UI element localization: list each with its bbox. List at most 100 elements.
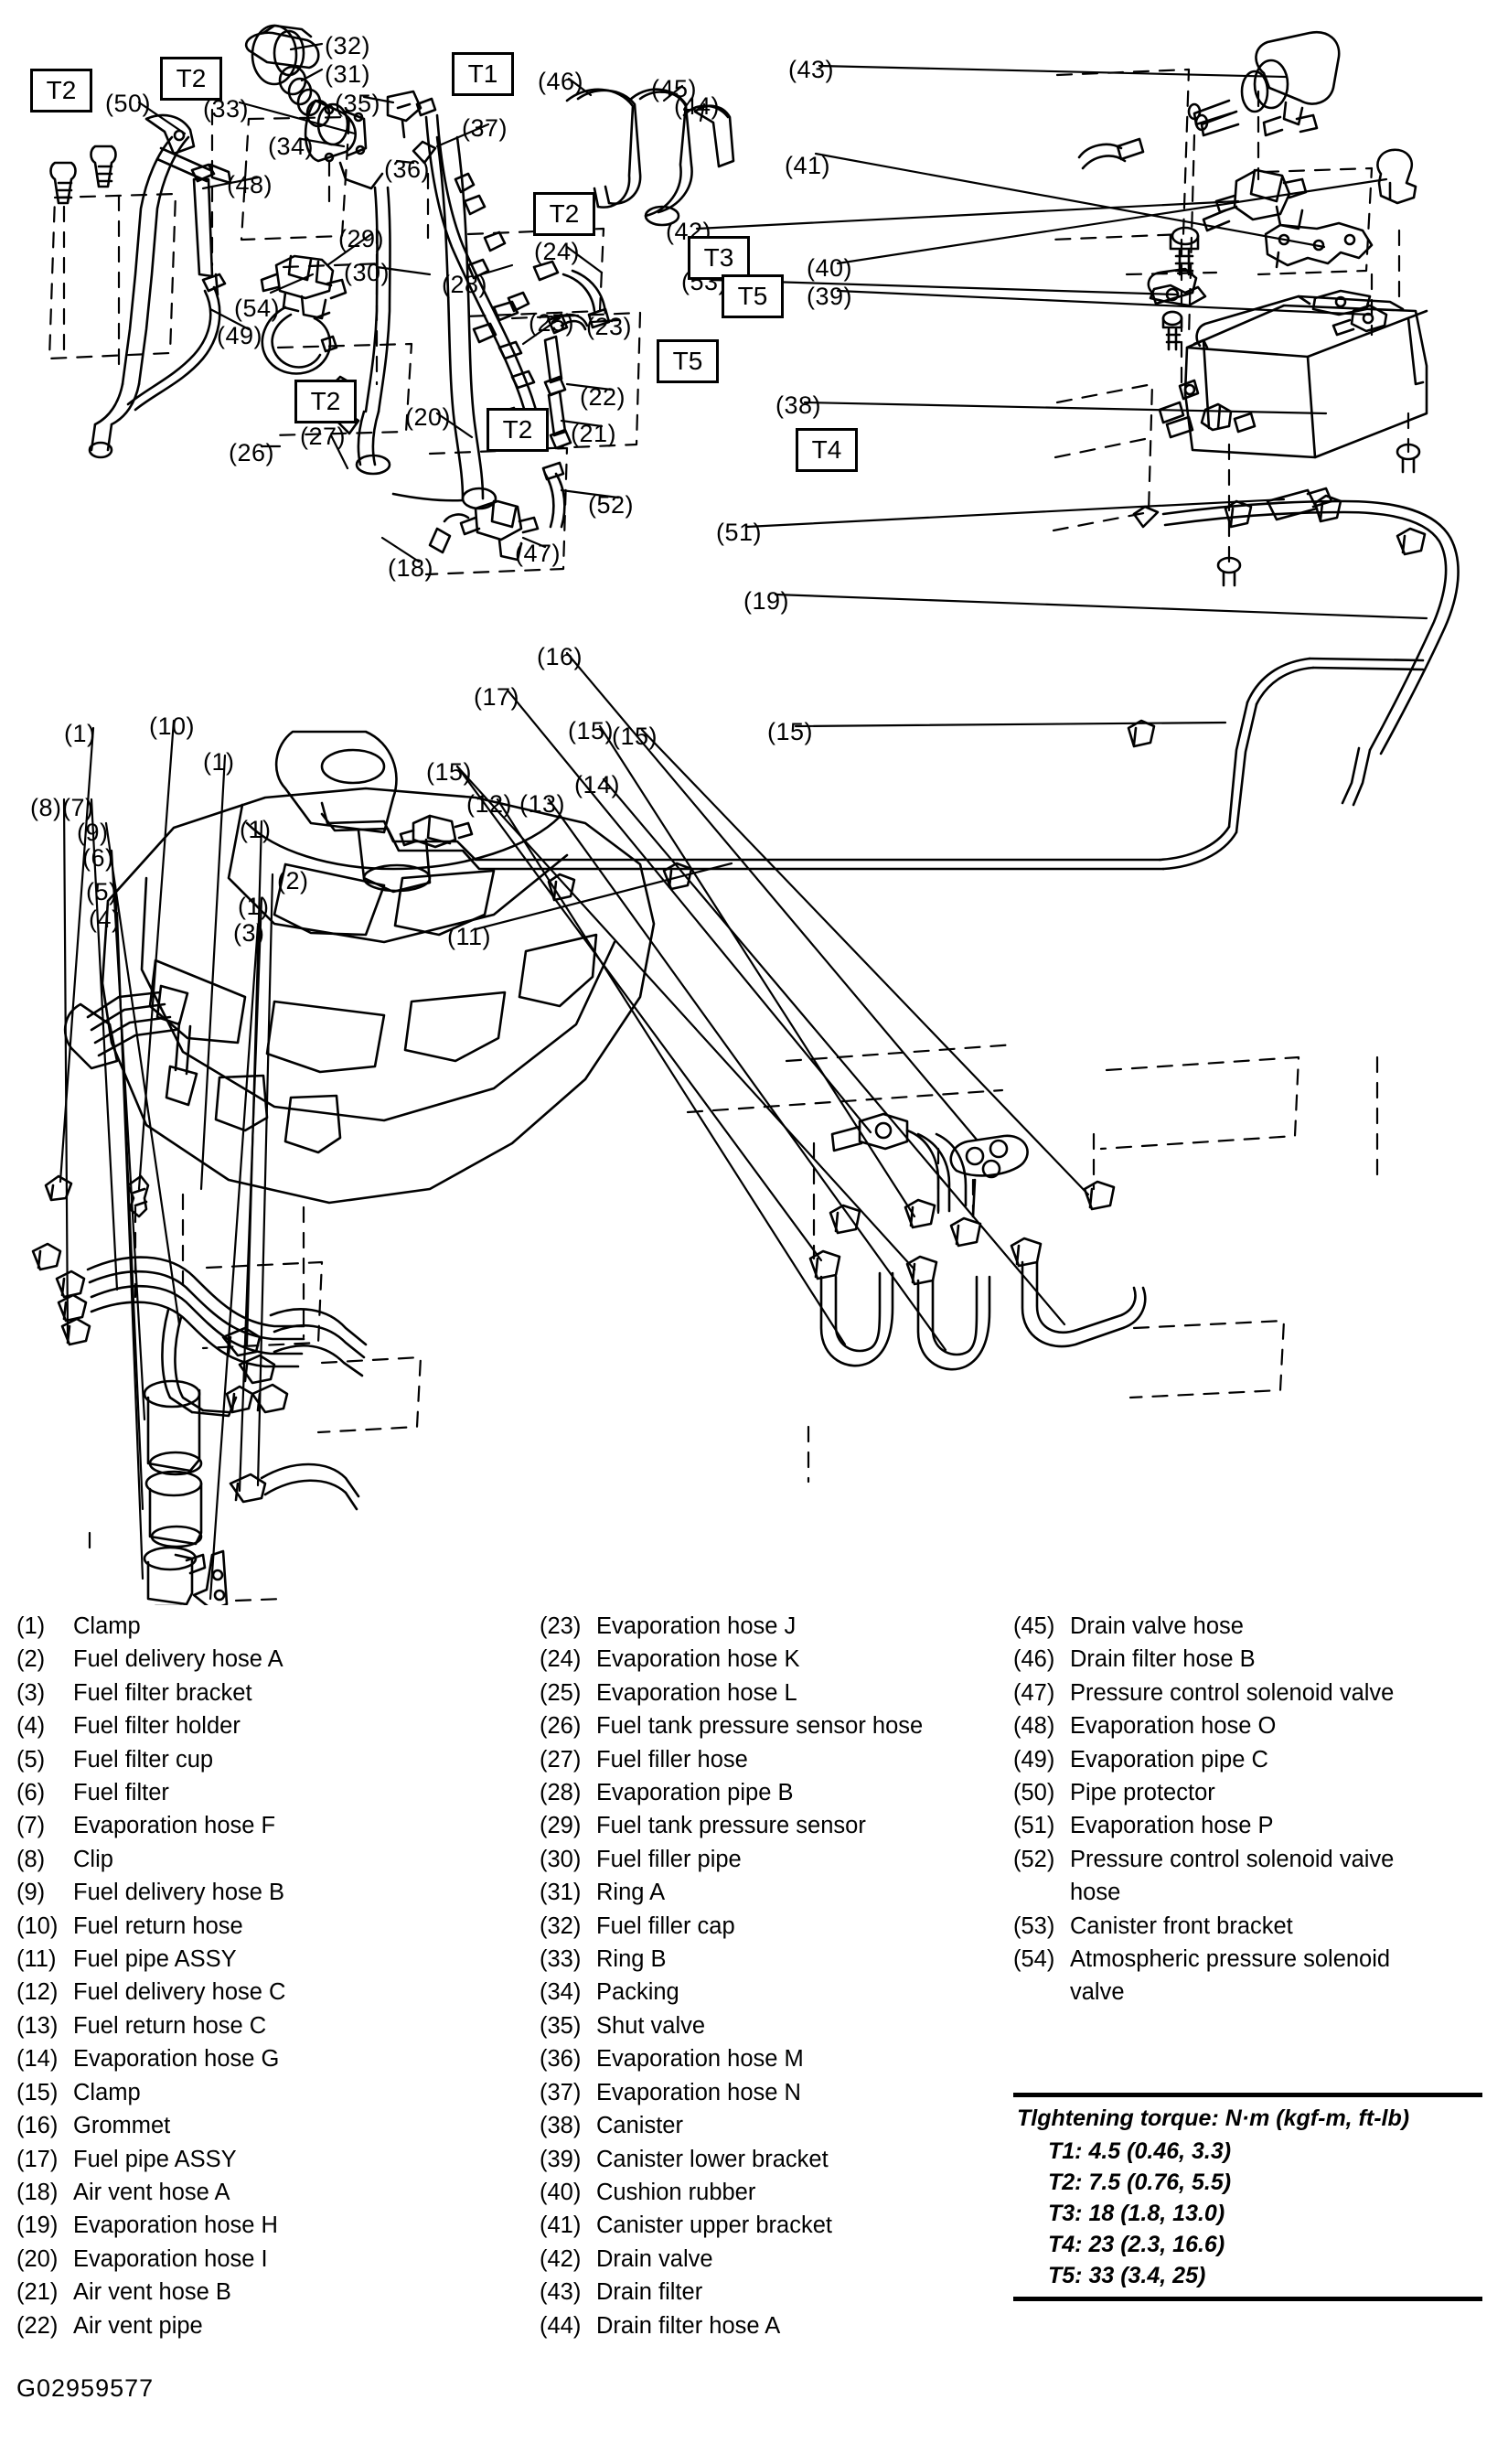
legend-item: (42)Drain valve xyxy=(540,2243,979,2276)
legend-item: (34)Packing xyxy=(540,1976,979,2009)
legend-item-label: Fuel return hose C xyxy=(73,2012,267,2039)
legend-item-number: (32) xyxy=(540,1912,582,1939)
legend-item: (47)Pressure control solenoid valve xyxy=(1013,1677,1489,1709)
legend-item-label: Canister xyxy=(596,2113,683,2139)
legend-item: (8)Clip xyxy=(16,1843,318,1876)
legend-item: (26)Fuel tank pressure sensor hose xyxy=(540,1709,979,1742)
legend-item: (11)Fuel pipe ASSY xyxy=(16,1943,318,1976)
legend-item-number: (53) xyxy=(1013,1912,1055,1939)
legend-item-number: (22) xyxy=(16,2312,59,2339)
legend-item-label: Fuel delivery hose B xyxy=(73,1880,285,1906)
callout-17: (17) xyxy=(474,683,520,711)
legend-item-label: Fuel filter bracket xyxy=(73,1679,252,1706)
callout-15: (15) xyxy=(568,717,615,745)
legend-item: (31)Ring A xyxy=(540,1876,979,1909)
callout-21: (21) xyxy=(571,420,617,447)
legend-item: (49)Evaporation pipe C xyxy=(1013,1743,1489,1776)
legend-item: (41)Canister upper bracket xyxy=(540,2209,979,2242)
legend-item-number: (5) xyxy=(16,1746,46,1773)
legend-item-label: Fuel pipe ASSY xyxy=(73,2146,237,2172)
legend-item: (25)Evaporation hose L xyxy=(540,1677,979,1709)
legend-item-label: Fuel delivery hose C xyxy=(73,1979,286,2006)
legend-item: (18)Air vent hose A xyxy=(16,2176,318,2209)
callout-48: (48) xyxy=(227,171,273,198)
fuel-hose-group-bottom-center xyxy=(808,1112,1147,1371)
callout-10: (10) xyxy=(149,712,196,740)
legend-item-label: Canister front bracket xyxy=(1070,1912,1293,1939)
legend-item: (33)Ring B xyxy=(540,1943,979,1976)
legend-item-label: Air vent hose A xyxy=(73,2179,230,2205)
legend-item-label: Drain filter xyxy=(596,2279,703,2306)
legend-item-label: Fuel tank pressure sensor hose xyxy=(596,1713,924,1740)
callout-2: (2) xyxy=(277,867,309,895)
legend-item-number: (16) xyxy=(16,2113,59,2139)
legend-column-2: (23)Evaporation hose J(24)Evaporation ho… xyxy=(540,1610,979,2342)
torque-row: T4: 23 (2.3, 16.6) xyxy=(1048,2232,1225,2257)
callout-31: (31) xyxy=(325,60,371,88)
legend-item: (45)Drain valve hose xyxy=(1013,1610,1489,1643)
callout-34: (34) xyxy=(268,133,315,160)
evaporation-pipe-c-left xyxy=(49,113,232,459)
legend-item-label: Fuel delivery hose A xyxy=(73,1646,283,1673)
callout-6: (6) xyxy=(82,844,114,872)
callout-49: (49) xyxy=(217,322,263,349)
legend-item-label: Evaporation hose J xyxy=(596,1613,797,1639)
legend-column-3: (45)Drain valve hose(46)Drain filter hos… xyxy=(1013,1610,1489,2009)
legend-item-label: Drain valve hose xyxy=(1070,1613,1244,1639)
legend-item-number: (11) xyxy=(16,1946,57,1973)
legend-item-label: Fuel filler pipe xyxy=(596,1846,742,1872)
fuel-pipe-assy-bottom xyxy=(320,657,1425,902)
legend-item: (22)Air vent pipe xyxy=(16,2309,318,2342)
legend-item: (53) Canister front bracket xyxy=(1013,1910,1489,1943)
legend-item: (17)Fuel pipe ASSY xyxy=(16,2143,318,2176)
legend-item-number: (28) xyxy=(540,1780,582,1806)
legend-item: (20)Evaporation hose I xyxy=(16,2243,318,2276)
legend-item: (48) Evaporation hose O xyxy=(1013,1709,1489,1742)
legend-item-label: Evaporation hose M xyxy=(596,2046,804,2073)
legend-item: (51)Evaporation hose P xyxy=(1013,1809,1489,1842)
legend-item-number: (48) xyxy=(1013,1713,1055,1740)
fuel-filter-group xyxy=(31,1174,368,1605)
legend-item-number: (50) xyxy=(1013,1780,1055,1806)
callout-15: (15) xyxy=(612,723,658,750)
legend-item-number: (8) xyxy=(16,1846,46,1872)
legend-item: (21)Air vent hose B xyxy=(16,2276,318,2309)
legend-item-label-continued: hose xyxy=(1070,1880,1121,1906)
legend-item-label: Ring B xyxy=(596,1946,667,1973)
callout-40: (40) xyxy=(807,254,853,282)
callout-5: (5) xyxy=(86,878,118,905)
legend-item: (1) Clamp xyxy=(16,1610,318,1643)
legend-item: (24)Evaporation hose K xyxy=(540,1643,979,1676)
legend-item-label: Evaporation hose G xyxy=(73,2046,280,2073)
legend-item-number: (37) xyxy=(540,2079,582,2105)
legend-item-number: (3) xyxy=(16,1679,46,1706)
legend-item-number: (41) xyxy=(540,2212,582,2239)
legend-item-label: Fuel filler hose xyxy=(596,1746,748,1773)
callout-20: (20) xyxy=(405,403,452,431)
callout-18: (18) xyxy=(388,554,434,582)
callout-35: (35) xyxy=(335,90,381,117)
callout-11: (11) xyxy=(447,923,492,950)
parts-legend: (1)Clamp(2)Fuel delivery hose A(3)Fuel f… xyxy=(0,1610,1508,2415)
legend-item: (9)Fuel delivery hose B xyxy=(16,1876,318,1909)
callout-47: (47) xyxy=(515,540,561,567)
callout-25: (25) xyxy=(529,309,575,337)
legend-item-number: (10) xyxy=(16,1912,59,1939)
legend-item-label: Evaporation pipe C xyxy=(1070,1746,1268,1773)
legend-item-number: (13) xyxy=(16,2012,59,2039)
torque-tag-t5: T5 xyxy=(722,274,784,318)
callout-54: (54) xyxy=(234,295,281,322)
drain-filter-assembly xyxy=(1169,30,1417,276)
legend-item-label: Ring A xyxy=(596,1880,666,1906)
legend-column-1: (1)Clamp(2)Fuel delivery hose A(3)Fuel f… xyxy=(16,1610,318,2342)
legend-item-number: (1) xyxy=(16,1613,46,1639)
evaporation-pipe-bundle xyxy=(424,113,543,439)
callout-16: (16) xyxy=(537,643,583,670)
legend-item-number: (6) xyxy=(16,1780,46,1806)
legend-item-number: (38) xyxy=(540,2113,582,2139)
legend-item-label: Evaporation hose O xyxy=(1070,1713,1277,1740)
filler-pipe-main xyxy=(391,135,497,510)
callout-44: (44) xyxy=(674,92,721,120)
callout-1: (1) xyxy=(240,816,272,843)
legend-item-label: Clamp xyxy=(73,1613,141,1639)
